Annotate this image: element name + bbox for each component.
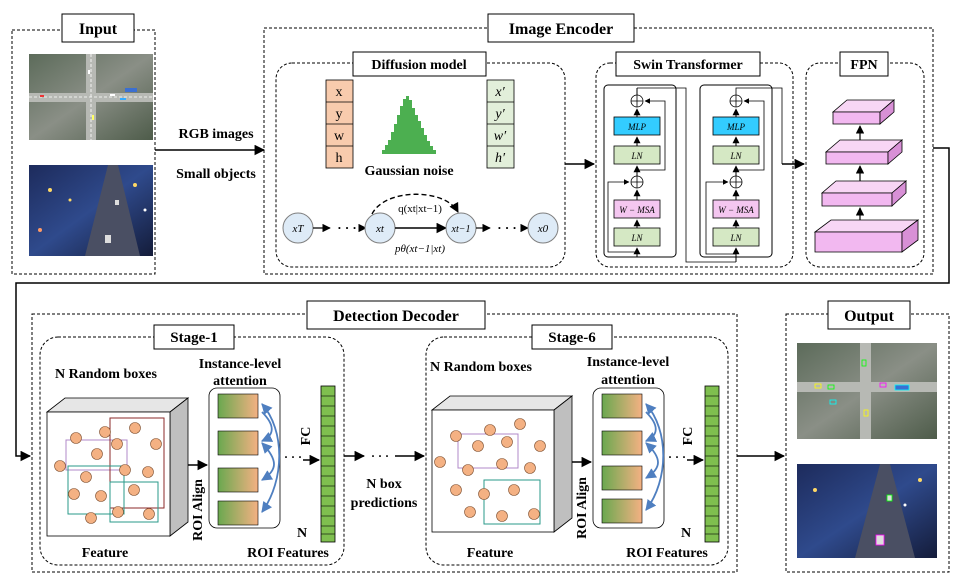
param-w: w bbox=[334, 129, 345, 144]
swin-block-1: MLP LN W − MSA LN bbox=[603, 84, 736, 263]
chain-dots-1: · · · bbox=[337, 220, 357, 235]
param-h: h bbox=[336, 151, 343, 166]
stage-1-fc-label: FC bbox=[299, 427, 314, 446]
stage-1-random-boxes: N Random boxes bbox=[55, 367, 157, 382]
stage-6-attention-line1: Instance-level bbox=[587, 355, 670, 370]
stage-1-attention-line1: Instance-level bbox=[199, 357, 282, 372]
fpn-layer-1 bbox=[831, 99, 896, 125]
param-y: y bbox=[336, 107, 343, 122]
stage-1-block: Stage-1 N Random boxes Instance-level at… bbox=[39, 324, 345, 566]
stage-1-feature-label: Feature bbox=[82, 546, 128, 561]
stage-6-fc-vector bbox=[704, 385, 720, 543]
gaussian-noise-icon bbox=[382, 96, 436, 154]
encoder-title: Image Encoder bbox=[509, 21, 613, 38]
output-title: Output bbox=[844, 308, 894, 325]
swin-transformer-block: Swin Transformer MLP LN W − MSA LN bbox=[595, 51, 794, 268]
swin-title: Swin Transformer bbox=[633, 58, 743, 73]
detection-decoder-section: Detection Decoder Stage-1 N Random boxes… bbox=[31, 300, 738, 573]
stage-1-roi-align: ROI Align bbox=[191, 479, 206, 541]
param-w-prime: w′ bbox=[494, 129, 507, 144]
input-arrow-label-small: Small objects bbox=[176, 167, 256, 182]
fpn-layer-3 bbox=[820, 180, 908, 207]
image-encoder-section: Image Encoder Diffusion model x y w h bbox=[263, 13, 934, 275]
input-arrow-label-rgb: RGB images bbox=[178, 127, 254, 142]
swin1-ln-top-label: LN bbox=[630, 151, 643, 161]
stage-6-title: Stage-6 bbox=[548, 330, 596, 346]
bbox-params-left: x y w h bbox=[325, 79, 354, 169]
q-label: q(xt|xt−1) bbox=[398, 203, 442, 215]
node-xt-label: xt bbox=[375, 223, 385, 235]
chain-dots-2: · · · bbox=[497, 220, 517, 235]
param-x-prime: x′ bbox=[494, 85, 505, 100]
fpn-block: FPN bbox=[805, 51, 925, 268]
stage-1-roi-features-label: ROI Features bbox=[247, 546, 329, 561]
stage-6-roi-features-label: ROI Features bbox=[626, 546, 708, 561]
diffusion-title: Diffusion model bbox=[371, 58, 466, 73]
param-x: x bbox=[336, 85, 343, 100]
param-y-prime: y′ bbox=[493, 107, 505, 122]
p-label: pθ(xt−1|xt) bbox=[394, 243, 445, 255]
input-night-image bbox=[29, 165, 153, 256]
fpn-layer-4 bbox=[813, 219, 920, 253]
stage-1-title: Stage-1 bbox=[170, 330, 218, 346]
swin2-mlp-label: MLP bbox=[726, 122, 746, 132]
middle-label-2: predictions bbox=[351, 496, 418, 511]
input-title: Input bbox=[79, 21, 118, 38]
node-x0-label: x0 bbox=[537, 223, 549, 235]
output-night-image bbox=[797, 464, 937, 558]
stage-6-roi-features bbox=[592, 387, 665, 529]
stage-1-n-label: N bbox=[297, 526, 307, 541]
stage-6-fc-label: FC bbox=[681, 427, 696, 446]
swin2-ln-top-label: LN bbox=[729, 151, 742, 161]
stage-6-block: Stage-6 N Random boxes Instance-level at… bbox=[425, 324, 729, 566]
bbox-params-right: x′ y′ w′ h′ bbox=[486, 79, 515, 169]
fpn-title: FPN bbox=[850, 58, 877, 73]
stage-1-feature-cube bbox=[45, 397, 190, 537]
decoder-title: Detection Decoder bbox=[333, 308, 459, 325]
swin2-wmsa-label: W − MSA bbox=[718, 205, 754, 215]
input-section: Input bbox=[11, 13, 156, 275]
gaussian-noise-label: Gaussian noise bbox=[364, 164, 453, 179]
stage-1-roi-features bbox=[208, 387, 281, 529]
diffusion-model-block: Diffusion model x y w h x′ y′ w′ bbox=[275, 51, 566, 268]
diffusion-chain: xT · · · xt xt−1 · · · x0 q(xt|xt−1) pθ(… bbox=[282, 193, 559, 255]
stage-1-attention-line2: attention bbox=[213, 374, 267, 389]
stage-6-feature-label: Feature bbox=[467, 546, 513, 561]
node-xT-label: xT bbox=[292, 223, 305, 235]
stage-1-fc-vector bbox=[320, 385, 336, 543]
output-section: Output bbox=[785, 300, 950, 573]
node-xt-1-label: xt−1 bbox=[451, 224, 471, 235]
stage-6-feature-cube bbox=[430, 395, 574, 533]
input-aerial-image bbox=[29, 54, 153, 140]
fpn-layer-2 bbox=[824, 139, 904, 165]
param-h-prime: h′ bbox=[495, 151, 506, 166]
stage-6-roi-align: ROI Align bbox=[575, 477, 590, 539]
swin1-mlp-label: MLP bbox=[627, 122, 647, 132]
middle-dots: · · · bbox=[371, 449, 389, 463]
stage-6-random-boxes: N Random boxes bbox=[430, 360, 532, 375]
swin-block-2: MLP LN W − MSA LN bbox=[699, 84, 783, 262]
swin1-wmsa-label: W − MSA bbox=[619, 205, 655, 215]
swin2-ln-bottom-label: LN bbox=[729, 233, 742, 243]
stage-6-attention-line2: attention bbox=[601, 373, 655, 388]
stage-1-roi-dots: · · · bbox=[284, 450, 302, 464]
middle-label-1: N box bbox=[366, 477, 401, 492]
swin1-ln-bottom-label: LN bbox=[630, 233, 643, 243]
node-x0 bbox=[527, 212, 559, 244]
output-aerial-image bbox=[797, 343, 937, 439]
stage-6-n-label: N bbox=[681, 526, 691, 541]
stage-6-roi-dots: · · · bbox=[668, 450, 686, 464]
